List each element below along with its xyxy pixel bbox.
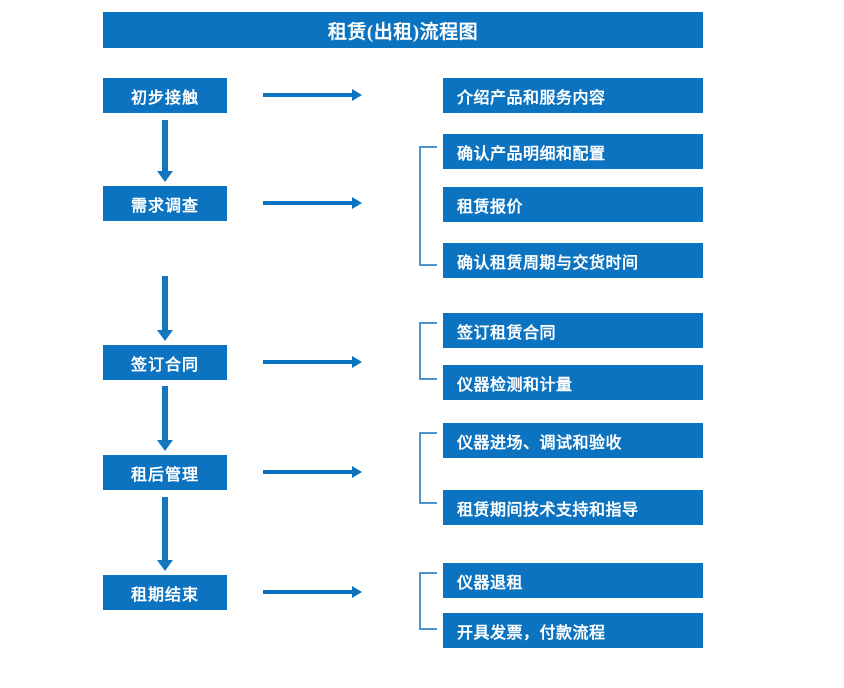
stage-box-needs-survey[interactable]: 需求调查 <box>103 186 227 221</box>
flow-down-arrow-3 <box>157 386 173 451</box>
flow-right-arrow-4 <box>263 465 362 479</box>
group-bracket-post-lease <box>419 432 437 504</box>
stage-box-post-lease-management[interactable]: 租后管理 <box>103 455 227 490</box>
detail-box-lease-quotation[interactable]: 租赁报价 <box>443 187 703 222</box>
flow-right-arrow-5 <box>263 585 362 599</box>
stage-box-initial-contact[interactable]: 初步接触 <box>103 78 227 113</box>
flow-down-arrow-2 <box>157 276 173 341</box>
flow-down-arrow-1 <box>157 120 173 182</box>
group-bracket-sign-contract <box>419 322 437 380</box>
flow-right-arrow-2 <box>263 196 362 210</box>
flow-down-arrow-4 <box>157 497 173 571</box>
detail-box-confirm-spec[interactable]: 确认产品明细和配置 <box>443 134 703 169</box>
detail-box-technical-support[interactable]: 租赁期间技术支持和指导 <box>443 490 703 525</box>
group-bracket-lease-end <box>419 572 437 630</box>
detail-box-instrument-inspection[interactable]: 仪器检测和计量 <box>443 365 703 400</box>
flow-right-arrow-3 <box>263 355 362 369</box>
page-title: 租赁(出租)流程图 <box>103 12 703 48</box>
detail-box-invoice-payment[interactable]: 开具发票，付款流程 <box>443 613 703 648</box>
stage-box-sign-contract[interactable]: 签订合同 <box>103 345 227 380</box>
detail-box-sign-lease-contract[interactable]: 签订租赁合同 <box>443 313 703 348</box>
detail-box-confirm-period-delivery[interactable]: 确认租赁周期与交货时间 <box>443 243 703 278</box>
detail-box-introduce-products[interactable]: 介绍产品和服务内容 <box>443 78 703 113</box>
detail-box-instrument-entry-commissioning[interactable]: 仪器进场、调试和验收 <box>443 423 703 458</box>
flow-right-arrow-1 <box>263 88 362 102</box>
group-bracket-needs-survey <box>419 146 437 266</box>
detail-box-instrument-return[interactable]: 仪器退租 <box>443 563 703 598</box>
stage-box-lease-end[interactable]: 租期结束 <box>103 575 227 610</box>
